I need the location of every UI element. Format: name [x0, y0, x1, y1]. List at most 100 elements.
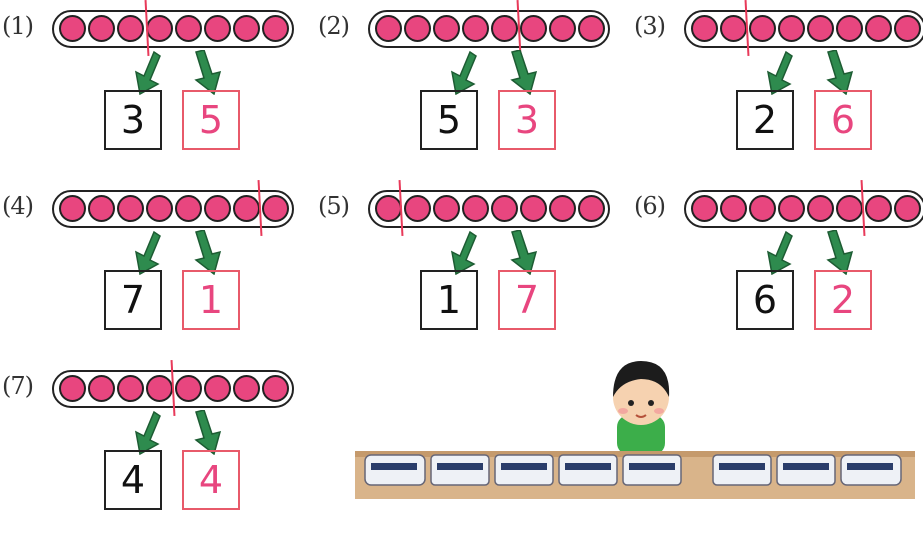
bead: [549, 195, 576, 222]
bead: [778, 195, 805, 222]
bead: [578, 195, 605, 222]
answer-box-left: 2: [736, 90, 794, 150]
problem-5: (5) 1 7: [318, 190, 618, 360]
bead: [146, 195, 173, 222]
bead: [175, 195, 202, 222]
problem-2: (2) 5 3: [318, 10, 618, 180]
bead: [691, 195, 718, 222]
answer-box-right: 5: [182, 90, 240, 150]
bead-bar: [684, 190, 923, 228]
bead: [375, 195, 402, 222]
bead: [749, 15, 776, 42]
bead: [88, 15, 115, 42]
bead-bar: [52, 10, 294, 48]
answer-box-left: 7: [104, 270, 162, 330]
left-arrow-icon: [448, 50, 488, 95]
bead: [59, 375, 86, 402]
right-arrow-icon: [822, 50, 862, 95]
bead: [204, 195, 231, 222]
problem-number: (6): [634, 192, 665, 220]
right-arrow-icon: [190, 230, 230, 275]
bead-bar: [368, 10, 610, 48]
bead: [520, 15, 547, 42]
bead: [262, 375, 289, 402]
problem-3: (3) 2 6: [634, 10, 923, 180]
right-arrow-icon: [190, 50, 230, 95]
bead: [578, 15, 605, 42]
left-arrow-icon: [764, 230, 804, 275]
bead: [433, 15, 460, 42]
answer-box-right: 3: [498, 90, 556, 150]
bead: [146, 375, 173, 402]
bead: [836, 195, 863, 222]
bead: [233, 375, 260, 402]
bead: [836, 15, 863, 42]
left-arrow-icon: [764, 50, 804, 95]
toy-train-icon: [365, 455, 901, 485]
answer-box-left: 3: [104, 90, 162, 150]
answer-box-right: 7: [498, 270, 556, 330]
problem-number: (2): [318, 12, 349, 40]
answer-box-right: 1: [182, 270, 240, 330]
bead: [720, 195, 747, 222]
bead-bar: [684, 10, 923, 48]
bead: [262, 195, 289, 222]
bead: [175, 15, 202, 42]
bead: [375, 15, 402, 42]
bead: [865, 195, 892, 222]
right-arrow-icon: [822, 230, 862, 275]
bead: [749, 195, 776, 222]
bead: [204, 375, 231, 402]
bead: [778, 15, 805, 42]
answer-box-right: 6: [814, 90, 872, 150]
problem-6: (6) 6 2: [634, 190, 923, 360]
right-arrow-icon: [190, 410, 230, 455]
problem-number: (5): [318, 192, 349, 220]
bead: [491, 15, 518, 42]
bead: [404, 15, 431, 42]
bead: [462, 15, 489, 42]
problem-1: (1) 3 5: [2, 10, 302, 180]
bead: [59, 15, 86, 42]
left-arrow-icon: [132, 50, 172, 95]
bead: [520, 195, 547, 222]
bead: [894, 15, 921, 42]
bead: [233, 195, 260, 222]
left-arrow-icon: [132, 230, 172, 275]
problem-4: (4) 7 1: [2, 190, 302, 360]
answer-box-left: 4: [104, 450, 162, 510]
answer-box-left: 1: [420, 270, 478, 330]
bead: [88, 195, 115, 222]
bead: [433, 195, 460, 222]
problem-number: (7): [2, 372, 33, 400]
answer-box-left: 6: [736, 270, 794, 330]
bead: [894, 195, 921, 222]
problem-number: (1): [2, 12, 33, 40]
boy-with-train-illustration: [355, 355, 915, 503]
bead: [59, 195, 86, 222]
bead: [204, 15, 231, 42]
bead: [462, 195, 489, 222]
bead: [491, 195, 518, 222]
problem-7: (7) 4 4: [2, 370, 302, 540]
boy-icon: [613, 361, 669, 455]
answer-box-left: 5: [420, 90, 478, 150]
bead: [262, 15, 289, 42]
bead: [88, 375, 115, 402]
bead: [404, 195, 431, 222]
bead: [691, 15, 718, 42]
answer-box-right: 2: [814, 270, 872, 330]
bead: [117, 15, 144, 42]
answer-box-right: 4: [182, 450, 240, 510]
bead: [233, 15, 260, 42]
problem-number: (3): [634, 12, 665, 40]
left-arrow-icon: [132, 410, 172, 455]
left-arrow-icon: [448, 230, 488, 275]
bead: [549, 15, 576, 42]
right-arrow-icon: [506, 230, 546, 275]
bead-bar: [368, 190, 610, 228]
right-arrow-icon: [506, 50, 546, 95]
bead: [865, 15, 892, 42]
bead: [807, 15, 834, 42]
bead: [117, 195, 144, 222]
